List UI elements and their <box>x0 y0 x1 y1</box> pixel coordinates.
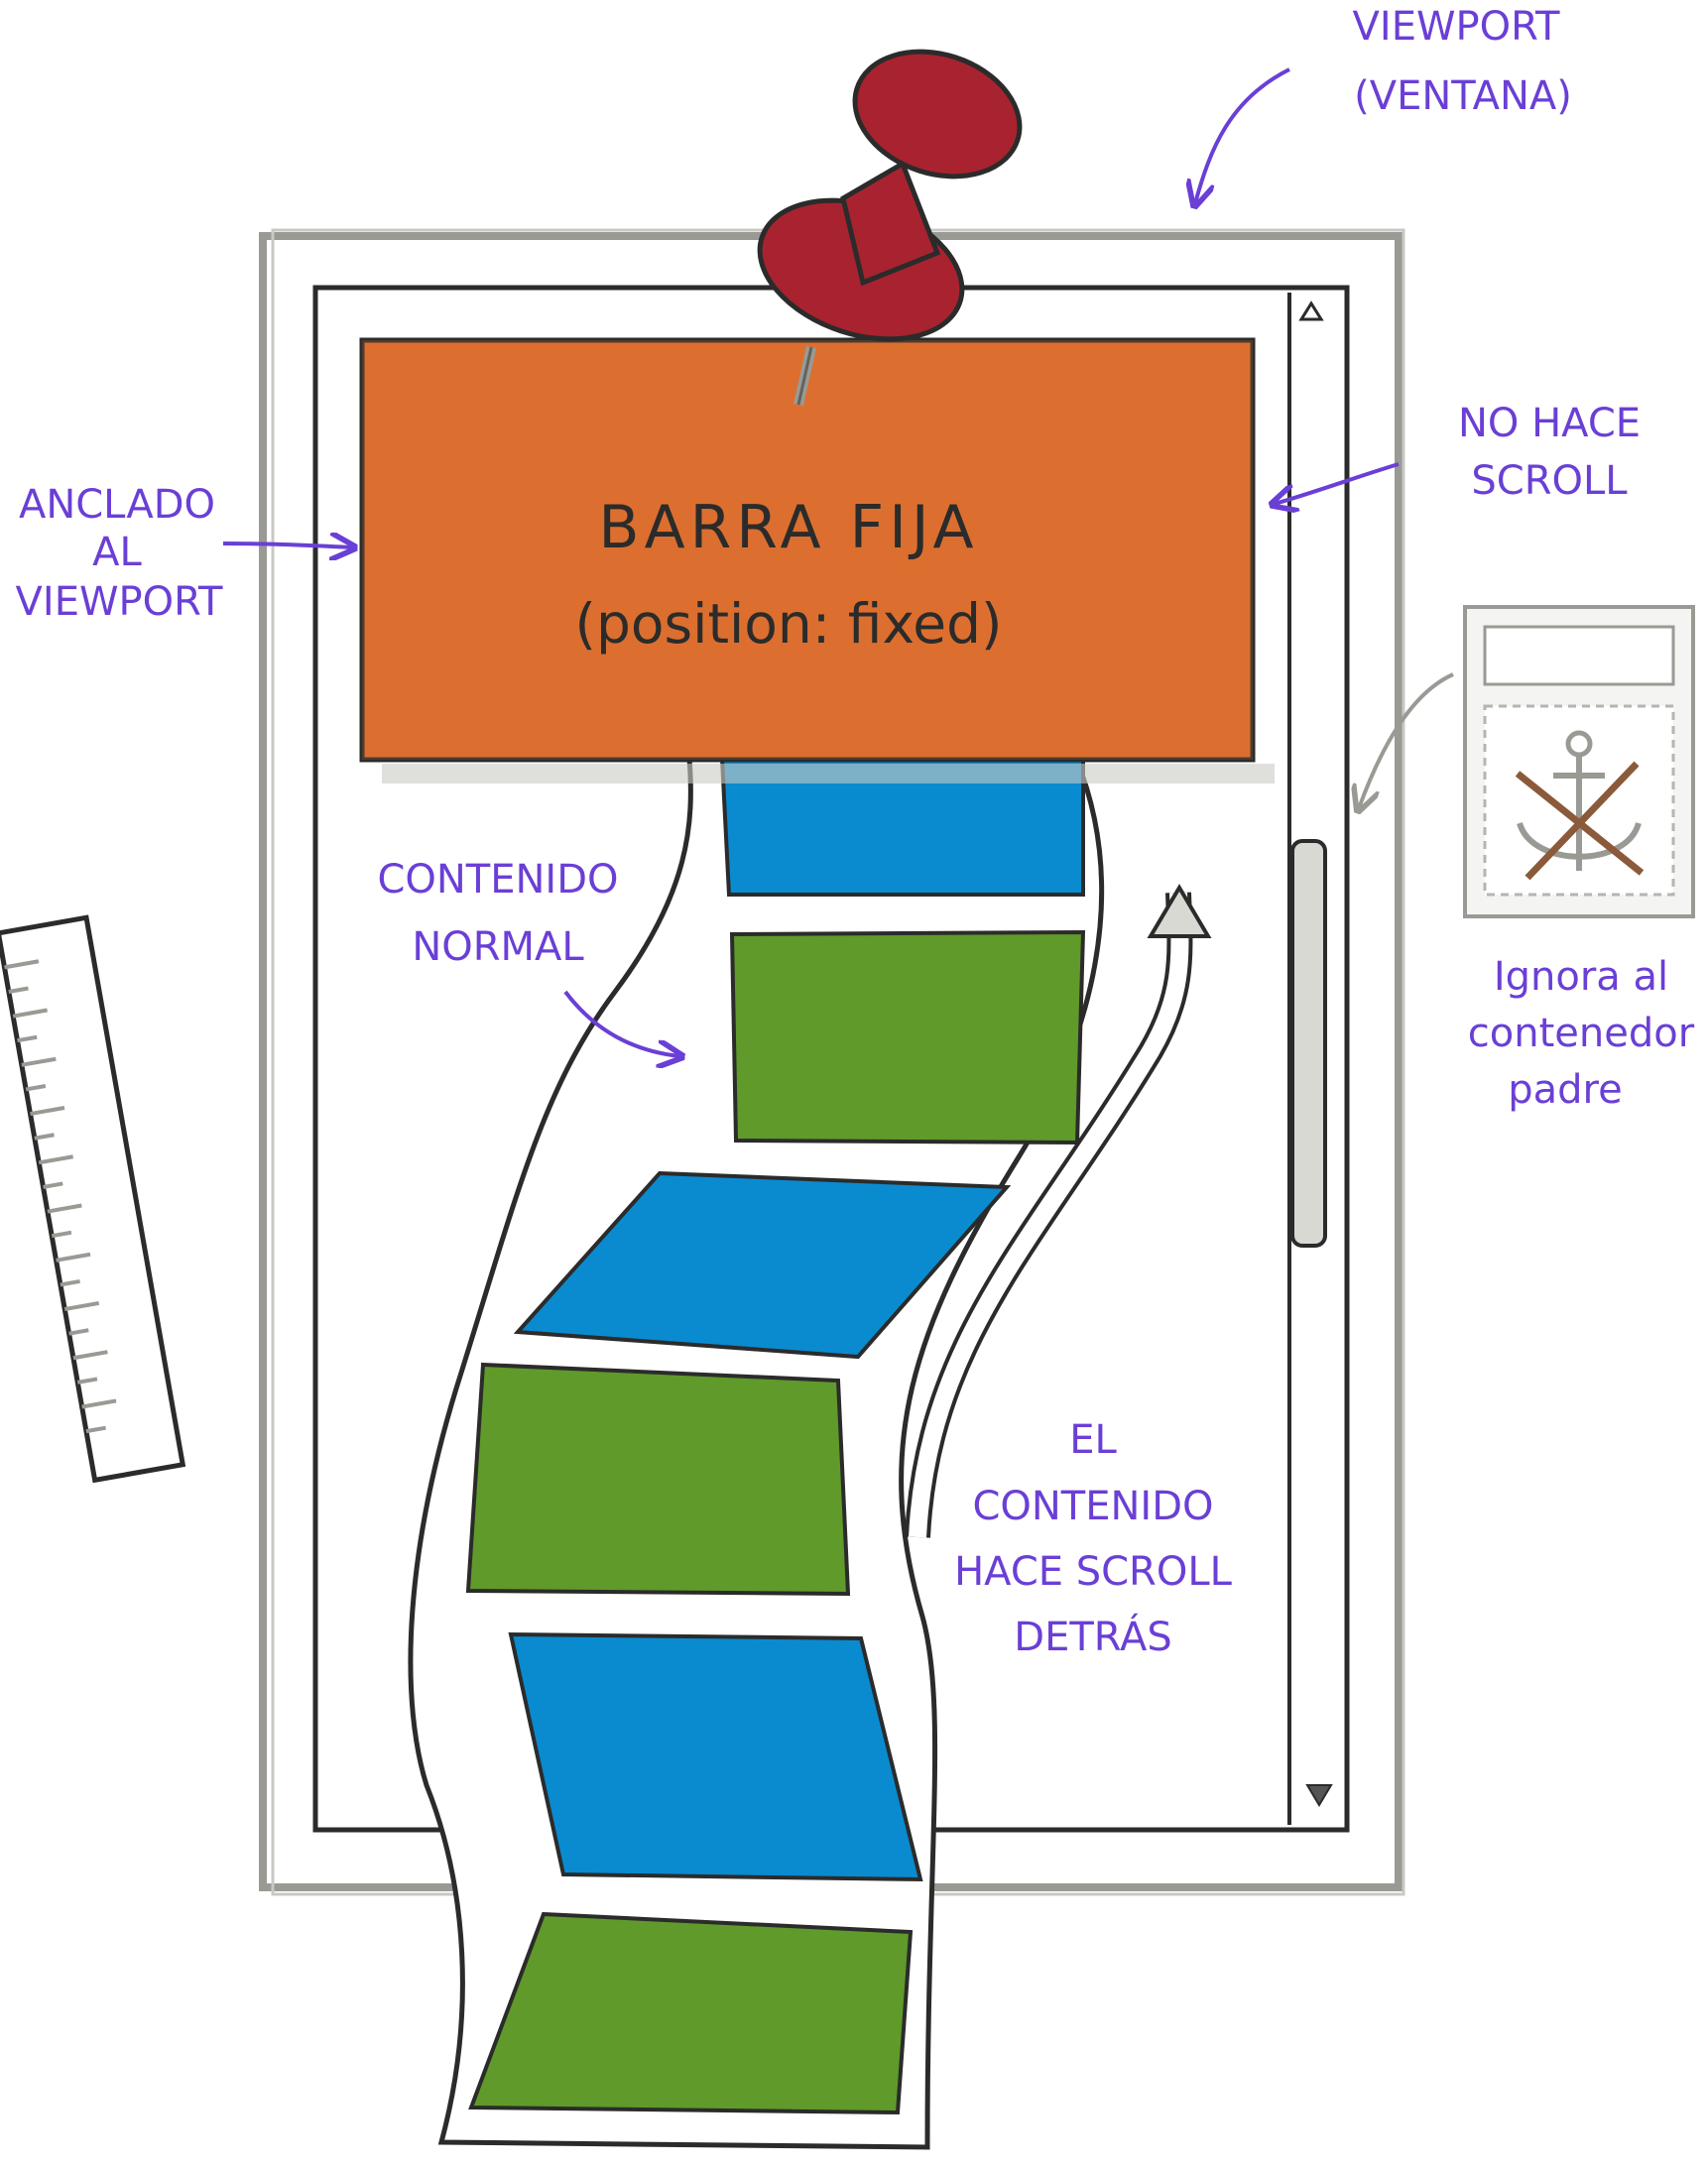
push-pin-icon <box>757 49 1023 407</box>
scroll-down-arrow-icon[interactable] <box>1305 1784 1333 1807</box>
fixed-bar: BARRA FIJA (position: fixed) <box>359 337 1275 783</box>
contenido-normal-label-2: NORMAL <box>412 924 584 970</box>
fixed-bar-subtitle: (position: fixed) <box>574 592 1002 656</box>
scrollbar-thumb[interactable] <box>1290 839 1327 1248</box>
scroll-detras-label-2: CONTENIDO <box>972 1484 1213 1529</box>
scroll-up-arrow-icon[interactable] <box>1298 301 1324 321</box>
content-block-green <box>729 929 1086 1145</box>
content-block-green <box>468 1911 914 2115</box>
no-hace-scroll-label-2: SCROLL <box>1471 458 1628 504</box>
ignora-label: Ignora al <box>1494 954 1668 1000</box>
contenido-normal-arrow <box>563 990 679 1056</box>
anclado-label-3: VIEWPORT <box>16 579 223 625</box>
scroll-detras-label-4: DETRÁS <box>1014 1613 1171 1660</box>
ignora-label-2: contenedor <box>1468 1011 1695 1056</box>
no-hace-scroll-arrow <box>1275 462 1400 504</box>
content-block-blue <box>513 1170 1012 1360</box>
ignora-label-3: padre <box>1508 1067 1622 1113</box>
content-block-blue <box>508 1631 923 1882</box>
scrolling-content <box>408 756 1105 2150</box>
viewport-label-sub: (VENTANA) <box>1354 73 1572 119</box>
annotation-arrows <box>222 67 1400 1056</box>
scroll-detras-label: EL <box>1069 1417 1117 1463</box>
scrollbar[interactable] <box>1287 293 1333 1825</box>
viewport-label: VIEWPORT <box>1353 4 1560 50</box>
scroll-up-indicator <box>905 884 1212 1538</box>
content-block-green <box>465 1362 851 1597</box>
anclado-label-2: AL <box>92 530 142 575</box>
scroll-detras-label-3: HACE SCROLL <box>954 1549 1233 1595</box>
annotations: VIEWPORT (VENTANA) ANCLADO AL VIEWPORT N… <box>16 4 1695 1660</box>
no-hace-scroll-label: NO HACE <box>1458 401 1641 446</box>
anchor-connector-arrow <box>1359 672 1454 808</box>
ruler-icon <box>0 914 186 1484</box>
crossed-anchor-icon <box>1463 605 1695 918</box>
fixed-bar-title: BARRA FIJA <box>598 493 978 562</box>
contenido-normal-label: CONTENIDO <box>377 857 618 903</box>
anclado-arrow <box>222 543 352 547</box>
viewport-arrow <box>1195 67 1290 203</box>
anclado-label: ANCLADO <box>19 482 215 528</box>
